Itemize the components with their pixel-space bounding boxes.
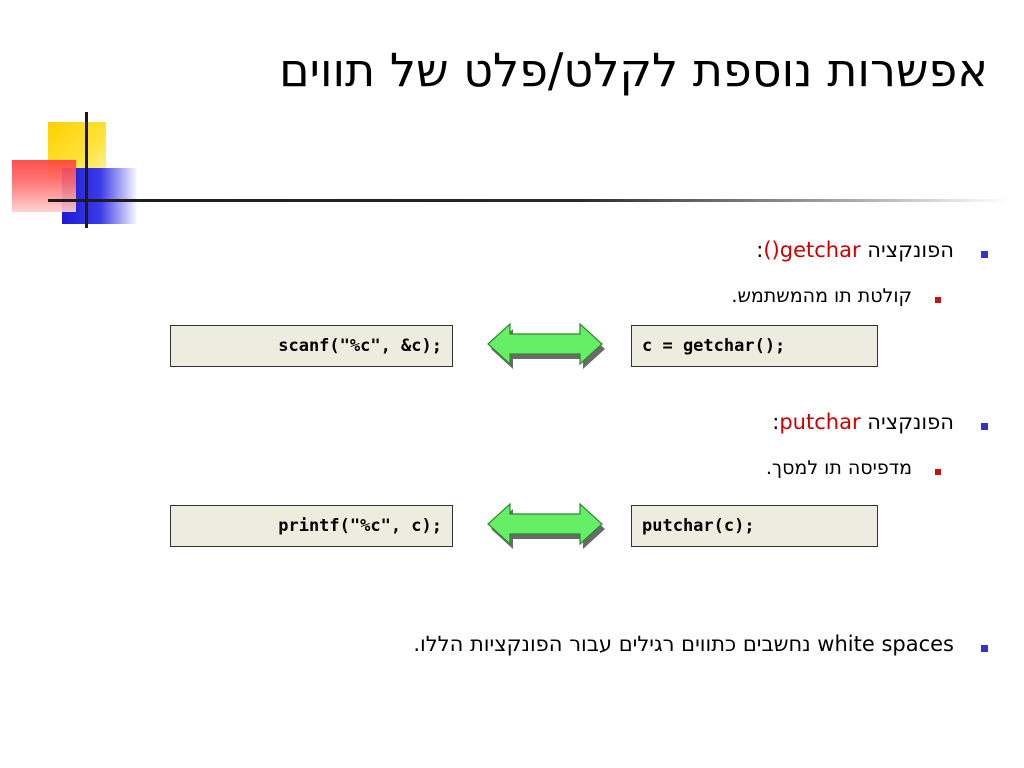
function-name: getchar() [763, 238, 861, 262]
section-1-sub-bullet: קולטת תו מהמשתמש. [731, 285, 912, 307]
putchar-code-box: putchar(c); [631, 505, 878, 547]
function-name: putchar [779, 410, 861, 434]
vertical-rule [85, 112, 88, 228]
sub-bullet-icon [935, 469, 941, 475]
bullet-prefix: הפונקציה [860, 410, 954, 434]
section-2-sub-bullet: מדפיסה תו למסך. [765, 457, 912, 479]
slide-title: אפשרות נוספת לקלט/פלט של תווים [279, 43, 988, 97]
white-spaces-note: white spaces נחשבים כתווים רגילים עבור ה… [413, 632, 954, 656]
sub-bullet-icon [935, 297, 941, 303]
bullet-icon [981, 645, 988, 652]
bullet-icon [981, 423, 988, 430]
section-1-bullet: הפונקציה getchar(): [756, 238, 954, 262]
title-underline [48, 199, 1008, 202]
getchar-code-box: c = getchar(); [631, 325, 878, 367]
bullet-suffix: : [772, 410, 780, 434]
red-square [12, 160, 76, 212]
scanf-code-box: scanf("%c", &c); [170, 325, 453, 367]
double-arrow-icon [487, 502, 605, 549]
note-text: נחשבים כתווים רגילים עבור הפונקציות הללו… [413, 632, 818, 656]
bullet-icon [981, 251, 988, 258]
double-arrow-icon [487, 322, 605, 369]
note-prefix: white spaces [817, 632, 954, 656]
printf-code-box: printf("%c", c); [170, 505, 453, 547]
bullet-suffix: : [756, 238, 764, 262]
bullet-prefix: הפונקציה [860, 238, 954, 262]
section-2-bullet: הפונקציה putchar: [772, 410, 954, 434]
